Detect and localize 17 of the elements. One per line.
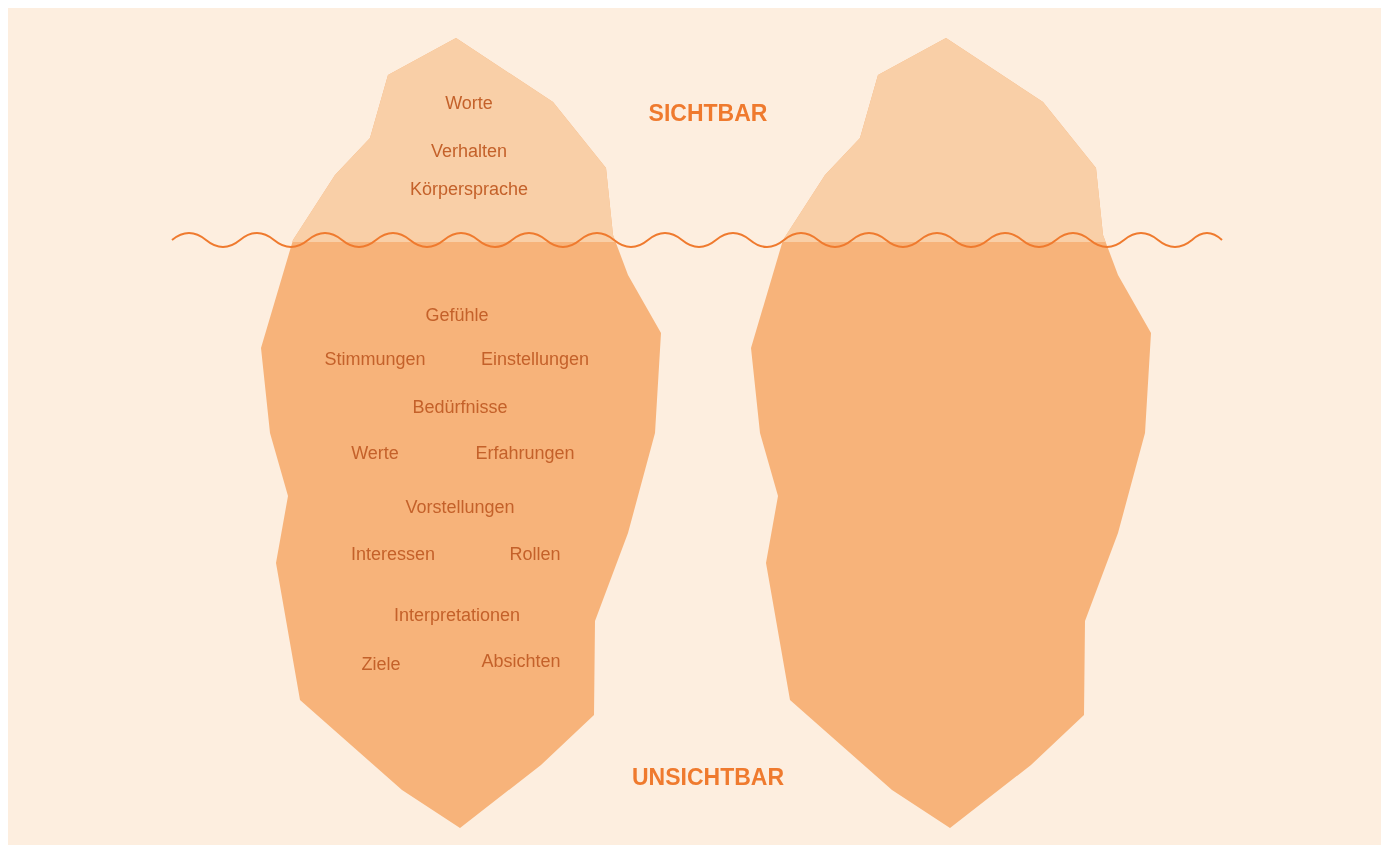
iceberg-label: Absichten bbox=[481, 650, 561, 672]
iceberg-label: Ziele bbox=[361, 653, 401, 675]
iceberg-label: Interessen bbox=[350, 543, 436, 565]
iceberg-label: Verhalten bbox=[430, 140, 508, 162]
iceberg-label: Körpersprache bbox=[409, 178, 529, 200]
iceberg-label: Werte bbox=[351, 442, 399, 464]
iceberg-label: Rollen bbox=[509, 543, 561, 565]
iceberg-label: Worte bbox=[445, 92, 493, 114]
zone-heading: UNSICHTBAR bbox=[631, 763, 785, 791]
iceberg-label: Stimmungen bbox=[324, 348, 426, 370]
iceberg-label: Vorstellungen bbox=[405, 496, 515, 518]
zone-heading: SICHTBAR bbox=[648, 99, 768, 127]
iceberg-label: Erfahrungen bbox=[475, 442, 575, 464]
iceberg-label: Einstellungen bbox=[480, 348, 590, 370]
iceberg-label: Bedürfnisse bbox=[412, 396, 508, 418]
iceberg-label: Gefühle bbox=[425, 304, 489, 326]
iceberg-label: Interpretationen bbox=[393, 604, 521, 626]
